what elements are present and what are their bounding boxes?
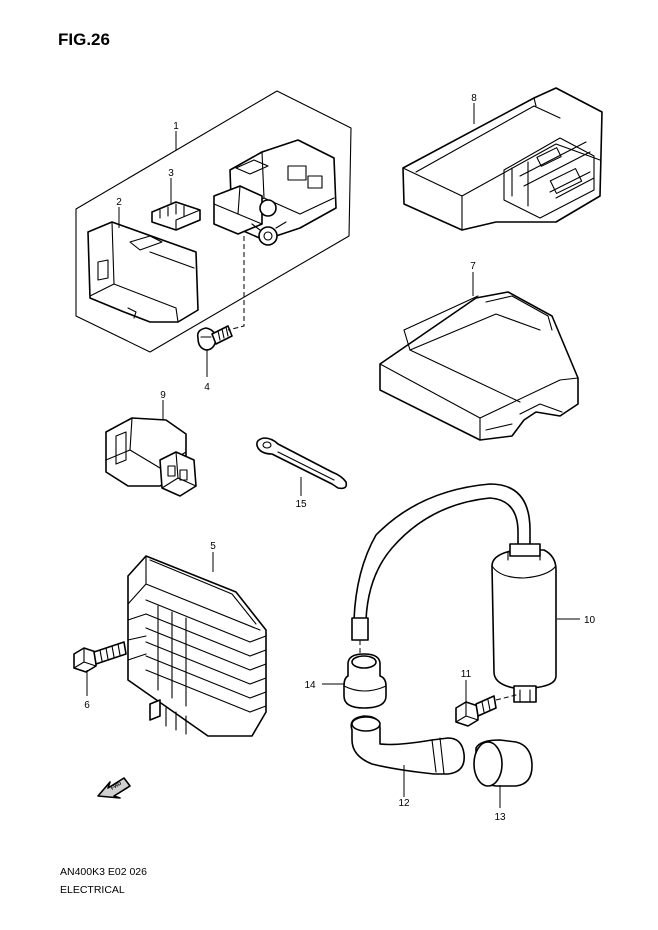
callouts: 1 2 3 4 5 6 7 8 9 10 11 12 13 14 15 [84, 93, 595, 823]
callout-14: 14 [304, 680, 316, 691]
figure-title: FIG.26 [58, 30, 110, 49]
screw[interactable] [196, 325, 233, 351]
callout-5: 5 [210, 541, 216, 552]
relay-block[interactable] [213, 139, 337, 246]
figure-code: AN400K3 E02 026 [60, 866, 147, 878]
cap-cover[interactable] [473, 739, 533, 787]
callout-10: 10 [584, 615, 596, 626]
callout-8: 8 [471, 93, 477, 104]
connector[interactable] [105, 417, 197, 497]
callout-13: 13 [494, 812, 506, 823]
leader-lines [86, 103, 580, 808]
fwd-arrow-icon: FWD [97, 777, 131, 799]
relay-cover[interactable] [87, 221, 199, 323]
bracket-clamp[interactable] [256, 437, 348, 490]
callout-4: 4 [204, 382, 210, 393]
callout-2: 2 [116, 197, 122, 208]
callout-3: 3 [168, 168, 174, 179]
ecm-cover[interactable] [379, 291, 579, 441]
callout-15: 15 [295, 499, 307, 510]
bolt[interactable] [73, 641, 127, 673]
fuse[interactable] [151, 201, 201, 231]
ecm-unit[interactable] [402, 87, 603, 231]
callout-9: 9 [160, 390, 166, 401]
callout-7: 7 [470, 261, 476, 272]
callout-12: 12 [398, 798, 410, 809]
section-title: ELECTRICAL [60, 884, 125, 896]
fwd-label: FWD [110, 780, 123, 791]
callout-6: 6 [84, 700, 90, 711]
regulator-rectifier[interactable] [127, 555, 267, 737]
grommet[interactable] [343, 653, 387, 709]
plug-cap[interactable] [350, 715, 465, 775]
callout-11: 11 [461, 669, 472, 680]
coil-bolt[interactable] [455, 695, 497, 727]
callout-1: 1 [173, 121, 179, 132]
relay-box-outline [75, 90, 352, 353]
ignition-coil[interactable] [351, 483, 557, 703]
